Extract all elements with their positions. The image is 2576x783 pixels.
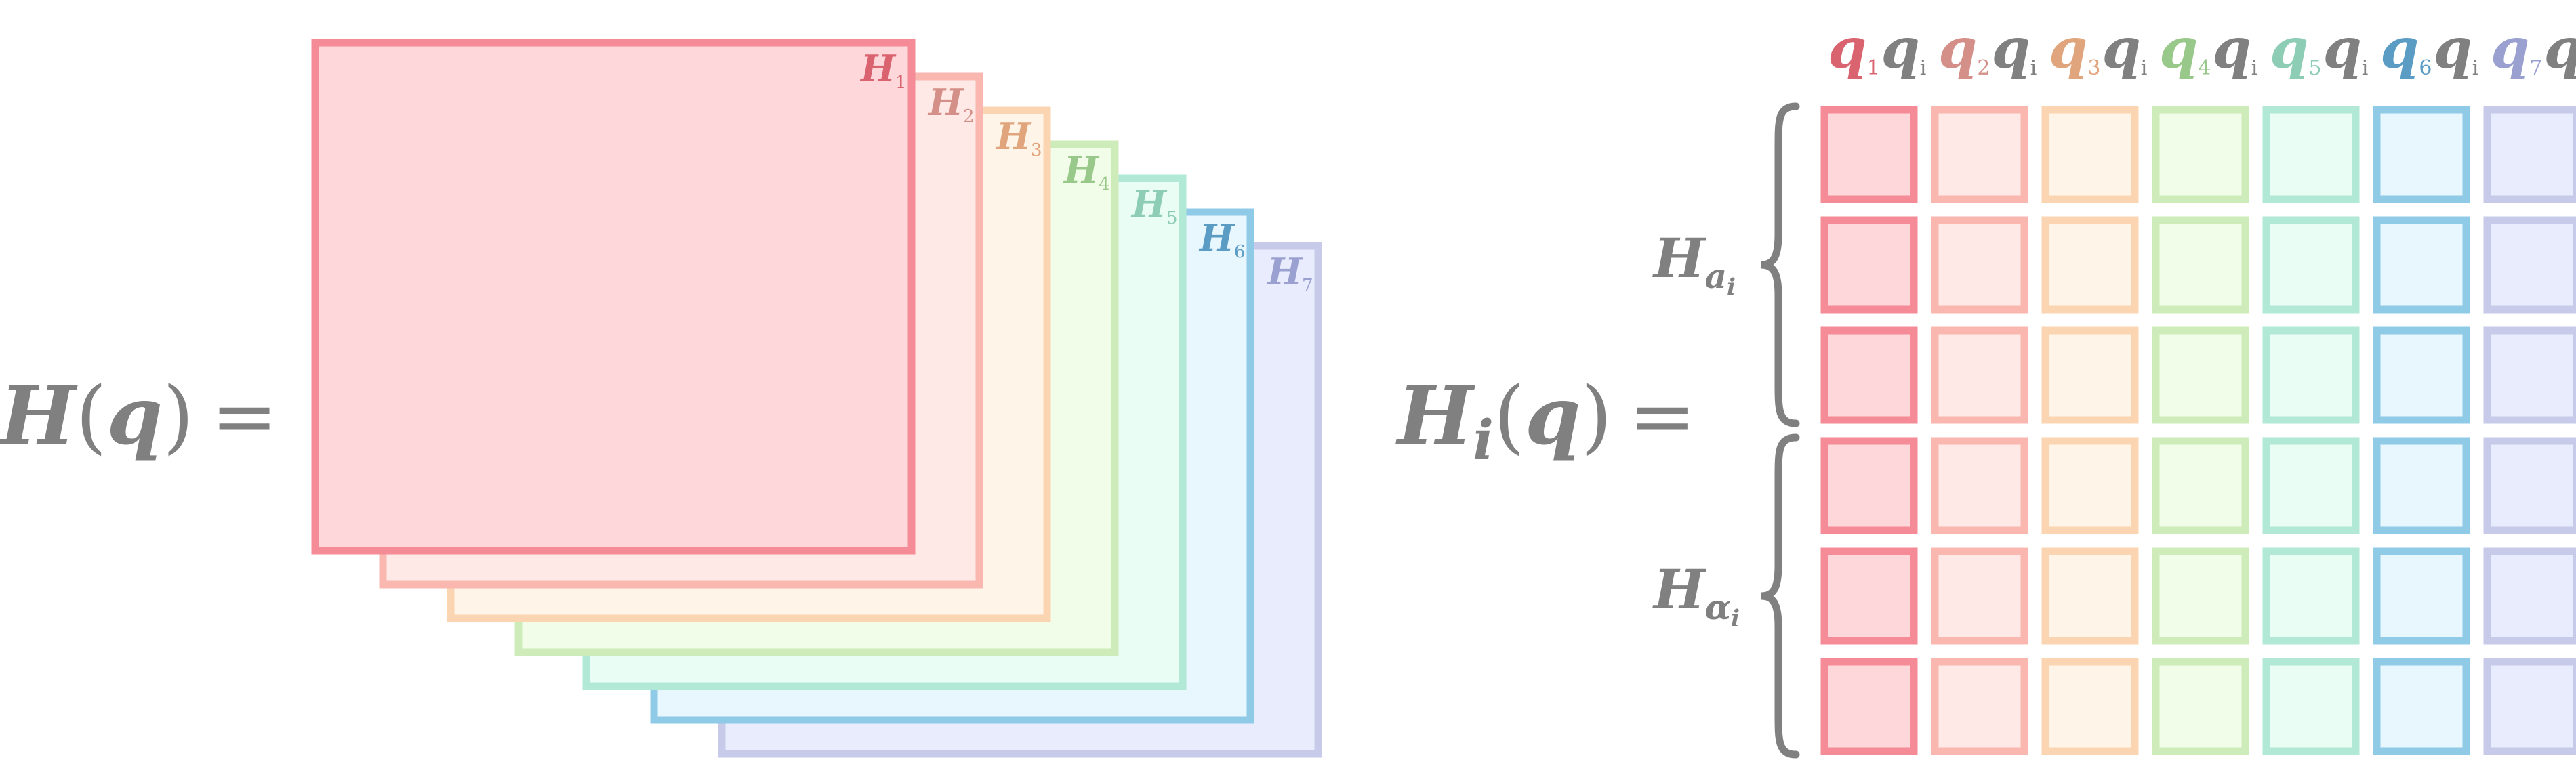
grid-cell-r4-c1 (1820, 437, 1918, 534)
grid-cell-r3-c3 (2041, 326, 2139, 424)
brace-2 (1760, 433, 1800, 759)
rhs-arg: q (1525, 368, 1581, 463)
layer-label-6: H6 (1198, 216, 1246, 262)
grid-cell-r6-c6 (2373, 658, 2470, 755)
lhs-symbol: H (0, 368, 78, 463)
column-header-4: q4qi (2159, 16, 2257, 81)
column-headers: q1qiq2qiq3qiq4qiq5qiq6qiq7qi (1828, 16, 2576, 81)
grid-cell-r3-c7 (2483, 326, 2576, 424)
grid-cell-r2-c5 (2262, 216, 2360, 314)
grid-cell-r6-c3 (2041, 658, 2139, 755)
grid-cell-r1-c1 (1820, 106, 1918, 203)
grid-cell-r2-c1 (1820, 216, 1918, 314)
layer-label-7: H7 (1266, 250, 1313, 296)
lhs-open-paren: ( (76, 369, 107, 463)
column-header-3: q3qi (2049, 16, 2147, 81)
grid-cell-r4-c6 (2373, 437, 2470, 534)
grid-cell-r4-c2 (1931, 437, 2028, 534)
layer-label-1: H1 (859, 47, 907, 93)
rhs-equation: Hi(q)= (1395, 368, 1696, 471)
grid-cell-r6-c4 (2152, 658, 2249, 755)
rhs-symbol: H (1395, 368, 1475, 463)
rhs-subscript: i (1473, 408, 1494, 471)
column-header-7: q7qi (2491, 16, 2576, 81)
grid-cell-r5-c3 (2041, 547, 2139, 645)
grid-cell-r6-c7 (2483, 658, 2576, 755)
grid-cell-r4-c5 (2262, 437, 2360, 534)
group-label-1: Hai (1652, 226, 1736, 301)
grid-cell-r1-c7 (2483, 106, 2576, 203)
grid-cell-r3-c4 (2152, 326, 2249, 424)
grid-cell-r6-c5 (2262, 658, 2360, 755)
grid-cell-r1-c2 (1931, 106, 2028, 203)
grid-cell-r5-c1 (1820, 547, 1918, 645)
column-header-2: q2qi (1938, 16, 2037, 81)
grid-cell-r1-c6 (2373, 106, 2470, 203)
grid-cell-r2-c4 (2152, 216, 2249, 314)
grid-cell-r3-c5 (2262, 326, 2360, 424)
grid-cell-r2-c7 (2483, 216, 2576, 314)
grid-cell-r3-c1 (1820, 326, 1918, 424)
grid-cell-r5-c2 (1931, 547, 2028, 645)
block-grid (1820, 106, 2576, 755)
brace-1 (1760, 102, 1800, 427)
grid-cell-r5-c6 (2373, 547, 2470, 645)
grid-cell-r2-c3 (2041, 216, 2139, 314)
rhs-close-paren: ) (1580, 369, 1612, 463)
grid-cell-r1-c4 (2152, 106, 2249, 203)
column-header-6: q6qi (2380, 16, 2478, 81)
layer-label-5: H5 (1130, 182, 1178, 228)
grid-cell-r6-c1 (1820, 658, 1918, 755)
lhs-equals: = (211, 369, 278, 463)
grid-cell-r3-c2 (1931, 326, 2028, 424)
layer-stack: H7 H6 H5 H4 H3 H2 H1 (311, 39, 1322, 758)
lhs-close-paren: ) (163, 369, 194, 463)
grid-cell-r1-c5 (2262, 106, 2360, 203)
grid-cell-r6-c2 (1931, 658, 2028, 755)
grid-cell-r3-c6 (2373, 326, 2470, 424)
lhs-equation: H(q)= (0, 368, 278, 463)
grid-cell-r5-c4 (2152, 547, 2249, 645)
grid-cell-r1-c3 (2041, 106, 2139, 203)
layer-label-2: H2 (927, 81, 975, 127)
grid-cell-r5-c7 (2483, 547, 2576, 645)
grid-cell-r4-c4 (2152, 437, 2249, 534)
grid-cell-r4-c3 (2041, 437, 2139, 534)
group-label-2: Hαi (1652, 557, 1740, 632)
rhs-equals: = (1629, 369, 1696, 463)
grid-cell-r5-c5 (2262, 547, 2360, 645)
layer-label-4: H4 (1063, 148, 1110, 194)
grid-cell-r2-c2 (1931, 216, 2028, 314)
rhs-open-paren: ( (1494, 369, 1525, 463)
column-header-1: q1qi (1828, 16, 1926, 81)
grid-cell-r4-c7 (2483, 437, 2576, 534)
grid-cell-r2-c6 (2373, 216, 2470, 314)
layer-1 (311, 39, 916, 555)
layer-label-3: H3 (995, 114, 1042, 161)
lhs-arg: q (107, 368, 163, 463)
column-header-5: q5qi (2270, 16, 2368, 81)
